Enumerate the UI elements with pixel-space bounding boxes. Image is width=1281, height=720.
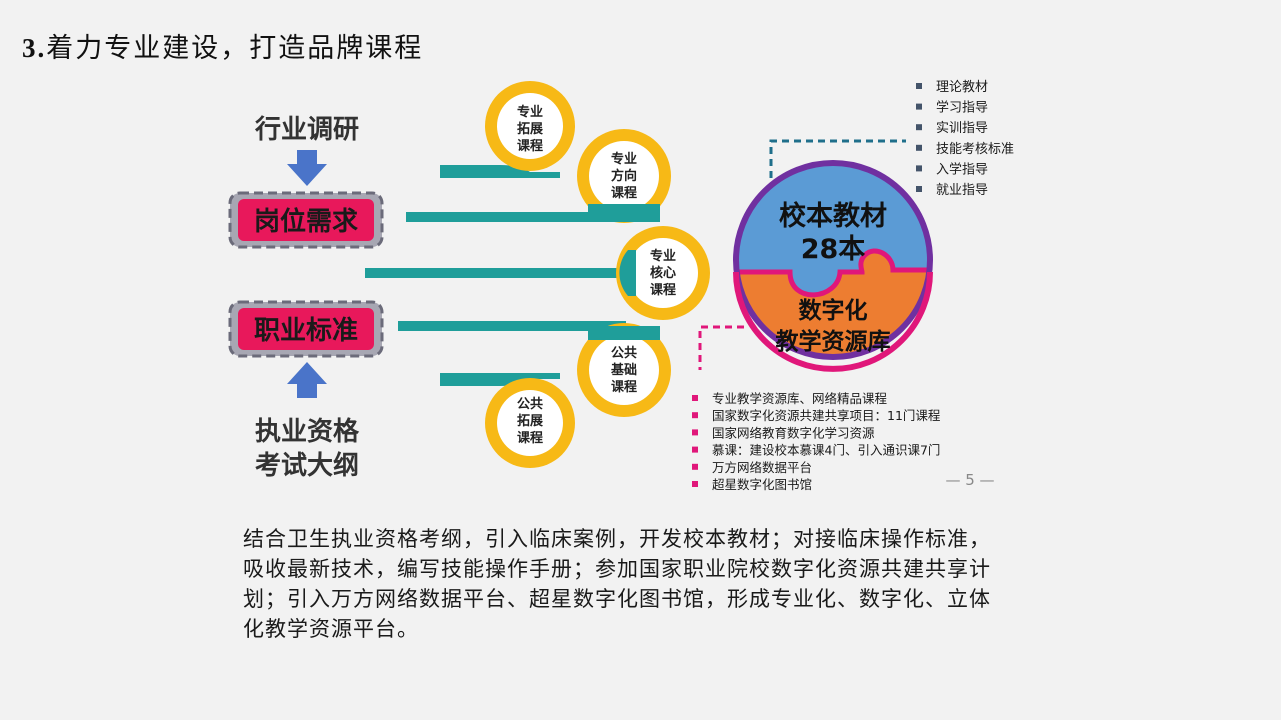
connector-bar-5 bbox=[440, 373, 560, 386]
bottom-list-bullet bbox=[692, 395, 698, 401]
title-number: 3. bbox=[22, 33, 47, 63]
job-demand-label: 岗位需求 bbox=[254, 206, 358, 237]
top-list-bullet bbox=[916, 165, 922, 172]
top-list-bullet bbox=[916, 103, 922, 110]
dashed-connector-bottom bbox=[698, 325, 744, 370]
top-list-item: 理论教材 bbox=[936, 79, 988, 95]
top-list-item: 实训指导 bbox=[936, 121, 988, 136]
connector-bar-1 bbox=[440, 165, 560, 178]
puzzle-bottom-line2: 教学资源库 bbox=[776, 328, 891, 355]
top-list-bullet bbox=[916, 144, 922, 151]
top-list-item: 技能考核标准 bbox=[936, 142, 1014, 157]
course-3-line1: 专业 bbox=[650, 248, 676, 264]
professional-standard-label: 职业标准 bbox=[254, 316, 358, 346]
dashed-connector-top bbox=[769, 139, 906, 190]
exam-outline-label-line2: 考试大纲 bbox=[255, 450, 359, 481]
connector-bar-3 bbox=[365, 268, 625, 278]
bottom-list-item: 国家网络教育数字化学习资源 bbox=[712, 425, 875, 440]
connector-bar-2 bbox=[406, 212, 626, 222]
bottom-resource-list: 专业教学资源库、网络精品课程国家数字化资源共建共享项目：11门课程国家网络教育数… bbox=[692, 391, 941, 492]
course-circle-2: 专业 方向 课程 bbox=[577, 129, 671, 223]
top-list-bullet bbox=[916, 124, 922, 131]
top-list-bullet bbox=[916, 83, 922, 89]
bottom-list-bullet bbox=[692, 412, 698, 419]
puzzle-bottom-line1: 数字化 bbox=[799, 297, 868, 324]
course-1-line1: 专业 bbox=[517, 104, 543, 120]
title-text: 着力专业建设，打造品牌课程 bbox=[46, 33, 424, 64]
course-circle-5: 公共 拓展 课程 bbox=[485, 378, 575, 468]
bottom-list-item: 超星数字化图书馆 bbox=[712, 477, 812, 492]
summary-paragraph: 结合卫生执业资格考纲，引入临床案例，开发校本教材；对接临床操作标准，吸收最新技术… bbox=[243, 527, 991, 641]
connector-bar-4 bbox=[398, 321, 626, 331]
industry-research-label: 行业调研 bbox=[254, 114, 359, 145]
course-1-line3: 课程 bbox=[517, 139, 543, 154]
bottom-list-bullet bbox=[692, 463, 698, 470]
bottom-list-item: 慕课：建设校本慕课4门、引入通识课7门 bbox=[712, 443, 940, 458]
course-2-line3: 课程 bbox=[611, 186, 637, 201]
course-circle-3: 专业 核心 课程 bbox=[616, 226, 710, 320]
down-arrow-icon bbox=[287, 150, 327, 186]
slide-title: 3.着力专业建设，打造品牌课程 bbox=[22, 26, 423, 65]
puzzle-circle: 校本教材 28本 数字化 教学资源库 bbox=[733, 160, 933, 372]
top-list-item: 入学指导 bbox=[936, 161, 988, 177]
up-arrow-icon bbox=[287, 362, 327, 398]
course-circle-1: 专业 拓展 课程 bbox=[485, 81, 575, 171]
exam-outline-label-line1: 执业资格 bbox=[255, 416, 360, 447]
course-5-line2: 拓展 bbox=[517, 413, 544, 429]
course-circle-4: 公共 基础 课程 bbox=[577, 323, 671, 417]
puzzle-top-line1: 校本教材 bbox=[779, 200, 887, 232]
puzzle-top-line2: 28本 bbox=[801, 234, 866, 265]
course-5-line3: 课程 bbox=[517, 431, 543, 446]
bottom-list-bullet bbox=[692, 429, 698, 436]
top-list-item: 就业指导 bbox=[936, 183, 988, 198]
page-number: — 5 — bbox=[945, 471, 994, 489]
bottom-list-bullet bbox=[692, 481, 698, 487]
course-3-line2: 核心 bbox=[650, 265, 676, 281]
course-2-line2: 方向 bbox=[611, 168, 637, 184]
bottom-list-item: 万方网络数据平台 bbox=[712, 460, 812, 475]
top-list-item: 学习指导 bbox=[936, 100, 988, 116]
top-list-bullet bbox=[916, 186, 922, 192]
course-4-line2: 基础 bbox=[610, 362, 637, 378]
course-3-line3: 课程 bbox=[650, 283, 676, 298]
course-1-line2: 拓展 bbox=[517, 121, 544, 137]
bottom-list-item: 国家数字化资源共建共享项目：11门课程 bbox=[712, 408, 941, 423]
course-5-line1: 公共 bbox=[517, 396, 543, 412]
professional-standard-box bbox=[238, 308, 374, 350]
job-demand-box bbox=[238, 199, 374, 241]
course-2-line1: 专业 bbox=[611, 151, 637, 167]
course-4-line1: 公共 bbox=[611, 345, 637, 361]
bottom-list-item: 专业教学资源库、网络精品课程 bbox=[712, 391, 888, 406]
bottom-list-bullet bbox=[692, 446, 698, 453]
course-4-line3: 课程 bbox=[611, 380, 637, 395]
